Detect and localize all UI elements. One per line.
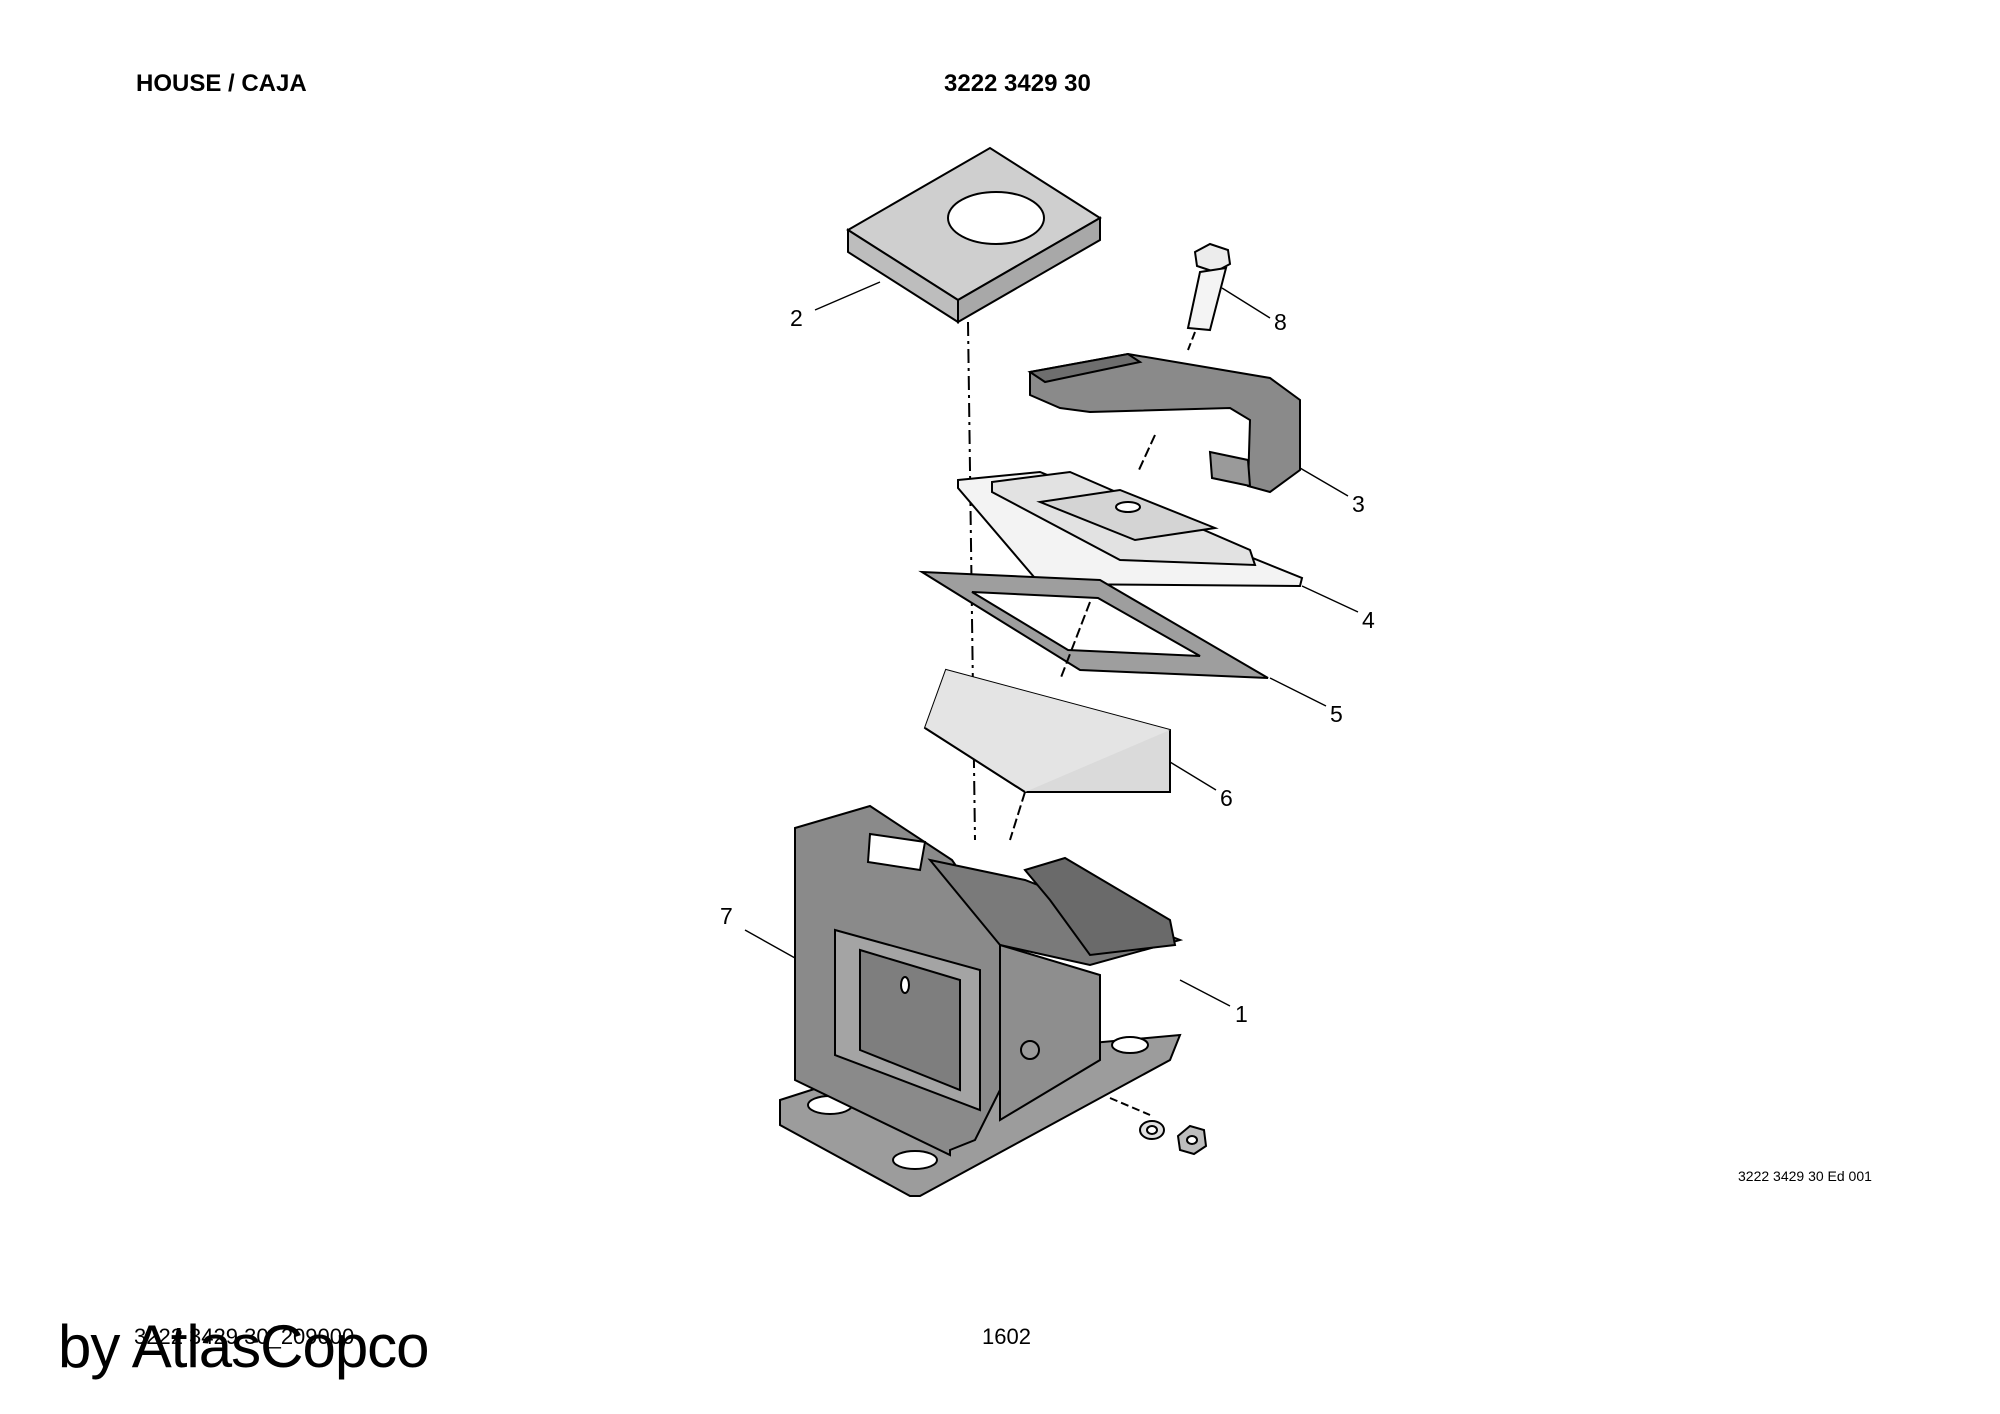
callout-6: 6 [1220, 785, 1233, 811]
watermark: by AtlasCopco [58, 1313, 430, 1380]
part-8-bolt [1186, 242, 1232, 351]
part-3-bracket [1027, 352, 1301, 494]
edition-label: 3222 3429 30 Ed 001 [1738, 1168, 1872, 1184]
assembly-axis-main [967, 321, 976, 841]
callout-3: 3 [1352, 491, 1365, 517]
part-7-housing [779, 804, 1208, 1197]
part-4-plate [957, 470, 1304, 588]
part-5-gasket [918, 570, 1269, 681]
part-number: 3222 3429 30 [944, 70, 1091, 97]
callout-5: 5 [1330, 701, 1343, 727]
callout-7: 7 [720, 903, 733, 929]
document-number: 3222 3429 30_209000 [134, 1324, 355, 1349]
page-number: 1602 [982, 1324, 1031, 1349]
callout-2: 2 [790, 305, 803, 331]
part-2-block [846, 146, 1102, 324]
leader-lines [744, 281, 1359, 1007]
callout-1: 1 [1235, 1001, 1248, 1027]
callout-4: 4 [1362, 607, 1375, 633]
callout-8: 8 [1274, 309, 1287, 335]
part-6-block [923, 668, 1171, 841]
page-title: HOUSE / CAJA [136, 70, 307, 97]
